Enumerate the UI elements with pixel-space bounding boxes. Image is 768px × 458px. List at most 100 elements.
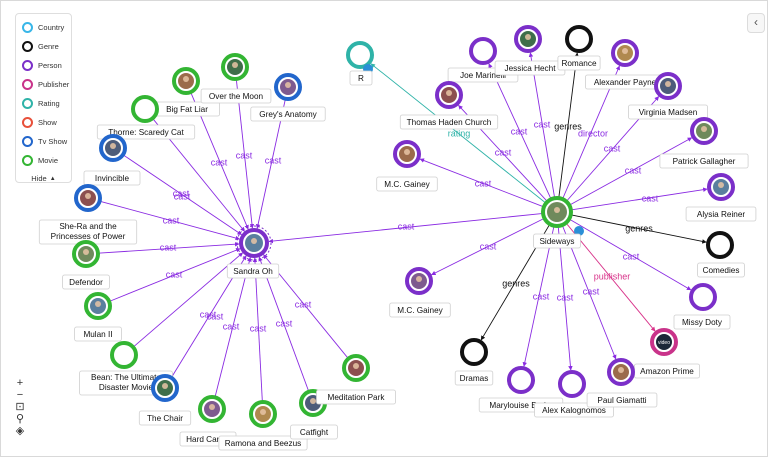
edge-sideways-comedies[interactable] [570,214,707,244]
node-label: Amazon Prime [640,367,694,376]
node-comedies[interactable]: Comedies [697,231,745,278]
node-mcg1[interactable]: M.C. Gainey [376,140,438,192]
edge-sideways-mcg1[interactable] [419,158,545,208]
node-alexk[interactable]: Alex Kalognomos [534,370,614,418]
edge-label: cast [223,321,240,331]
edge-invincible-sandra[interactable] [122,154,242,235]
edge-sideways-jessica[interactable] [528,52,556,199]
node-label-box [389,302,451,318]
legend-item-show[interactable]: Show [22,113,71,132]
node-jessica[interactable]: Jessica Hecht [494,25,566,76]
node-ramona[interactable]: Ramona and Beezus [218,400,308,451]
node-chair[interactable]: The Chair [138,374,192,426]
face-shape [83,249,89,255]
node-catfight[interactable]: Catfight [290,389,338,440]
zoom-in-button[interactable]: + [16,377,24,389]
edge-label: genres [554,121,582,131]
edge-sideways-rating[interactable] [370,63,547,204]
zoom-out-button[interactable]: − [16,389,24,401]
edge-sideways-alexk[interactable] [557,225,573,371]
node-label: R [358,74,364,83]
legend-label: Rating [38,99,60,108]
face-shape [622,48,628,54]
node-romance[interactable]: Romance [557,25,601,71]
edge-moon-sandra[interactable] [235,78,255,229]
node-defendor[interactable]: Defendor [62,240,110,290]
legend-item-publisher[interactable]: Publisher [22,75,71,94]
pin-icon[interactable]: ⚲ [15,413,25,425]
edge-sideways-joe[interactable] [488,63,552,200]
edge-catfight-sandra[interactable] [258,256,310,392]
node-label-box [697,262,745,278]
edge-ramona-sandra[interactable] [252,257,263,403]
node-mulan[interactable]: Mulan II [74,292,122,342]
edge-mulan-sandra[interactable] [108,248,241,302]
node-patrick[interactable]: Patrick Gallagher [659,117,749,169]
legend-item-tvshow[interactable]: Tv Show [22,132,71,151]
legend-item-movie[interactable]: Movie [22,151,71,170]
tvshow-ring-icon [22,136,33,147]
legend-label: Genre [38,42,59,51]
node-ring [469,37,497,65]
node-sandra[interactable]: Sandra Oh [226,225,280,279]
node-invincible[interactable]: Invincible [83,134,141,186]
edge-sideways-patrick[interactable] [569,137,693,206]
fit-view-icon[interactable]: ⊡ [15,401,25,413]
edge-label: cast [160,242,177,252]
node-moon[interactable]: Over the Moon [200,53,272,104]
globe-badge-icon[interactable] [574,226,584,236]
edge-label: genres [502,278,530,288]
node-rating[interactable]: R [346,41,374,86]
edge-shera-sandra[interactable] [99,200,240,241]
legend-item-country[interactable]: Country [22,18,71,37]
edge-sideways-marylouise[interactable] [522,225,555,367]
node-thomas[interactable]: Thomas Haden Church [399,81,499,130]
edge-sideways-mcg2[interactable] [431,217,545,276]
node-label-box [83,170,141,186]
edge-label: cast [173,188,190,198]
node-meditation[interactable]: Meditation Park [316,354,396,405]
node-alexander[interactable]: Alexander Payne [585,39,665,90]
genre-ring-icon [22,41,33,52]
node-greys[interactable]: Grey's Anatomy [250,73,326,122]
edge-bean-sandra[interactable] [132,252,243,348]
node-label: Comedies [703,266,740,275]
node-sideways[interactable]: Sideways [533,196,584,249]
node-virginia[interactable]: Virginia Madsen [628,72,708,120]
node-missy[interactable]: Missy Doty [673,283,731,330]
node-dramas[interactable]: Dramas [454,338,494,386]
node-paul[interactable]: Paul Giamatti [586,358,658,408]
edge-defendor-sandra[interactable] [97,241,240,254]
layers-icon[interactable]: ◈ [15,425,25,437]
node-ring [346,41,374,69]
legend-item-rating[interactable]: Rating [22,94,71,113]
legend-hide-button[interactable]: Hide▲ [16,174,71,183]
edge-hardcandy-sandra[interactable] [214,257,252,398]
edge-sideways-alysia[interactable] [570,187,708,211]
legend-item-person[interactable]: Person [22,56,71,75]
legend-item-genre[interactable]: Genre [22,37,71,56]
edge-label: cast [236,150,253,160]
face-shape [718,182,724,188]
node-alysia[interactable]: Alysia Reiner [685,173,757,222]
node-label-box [673,314,731,330]
collapse-panel-button[interactable]: ‹ [747,13,765,33]
node-label: Patrick Gallagher [673,157,736,166]
edge-sideways-missy[interactable] [568,218,692,291]
node-mcg2[interactable]: M.C. Gainey [389,267,451,318]
node-label-box [218,435,308,451]
node-bigfat[interactable]: Big Fat Liar [153,67,220,117]
face-shape [110,143,116,149]
node-thorne[interactable]: Thorne: Scaredy Cat [96,95,196,140]
node-joe[interactable]: Joe Marinelli [447,37,519,83]
node-label-box [226,263,280,279]
face-shape [183,76,189,82]
edge-sideways-sandra[interactable] [268,212,544,244]
edge-label: cast [276,318,293,328]
edge-sideways-romance[interactable] [558,52,579,199]
